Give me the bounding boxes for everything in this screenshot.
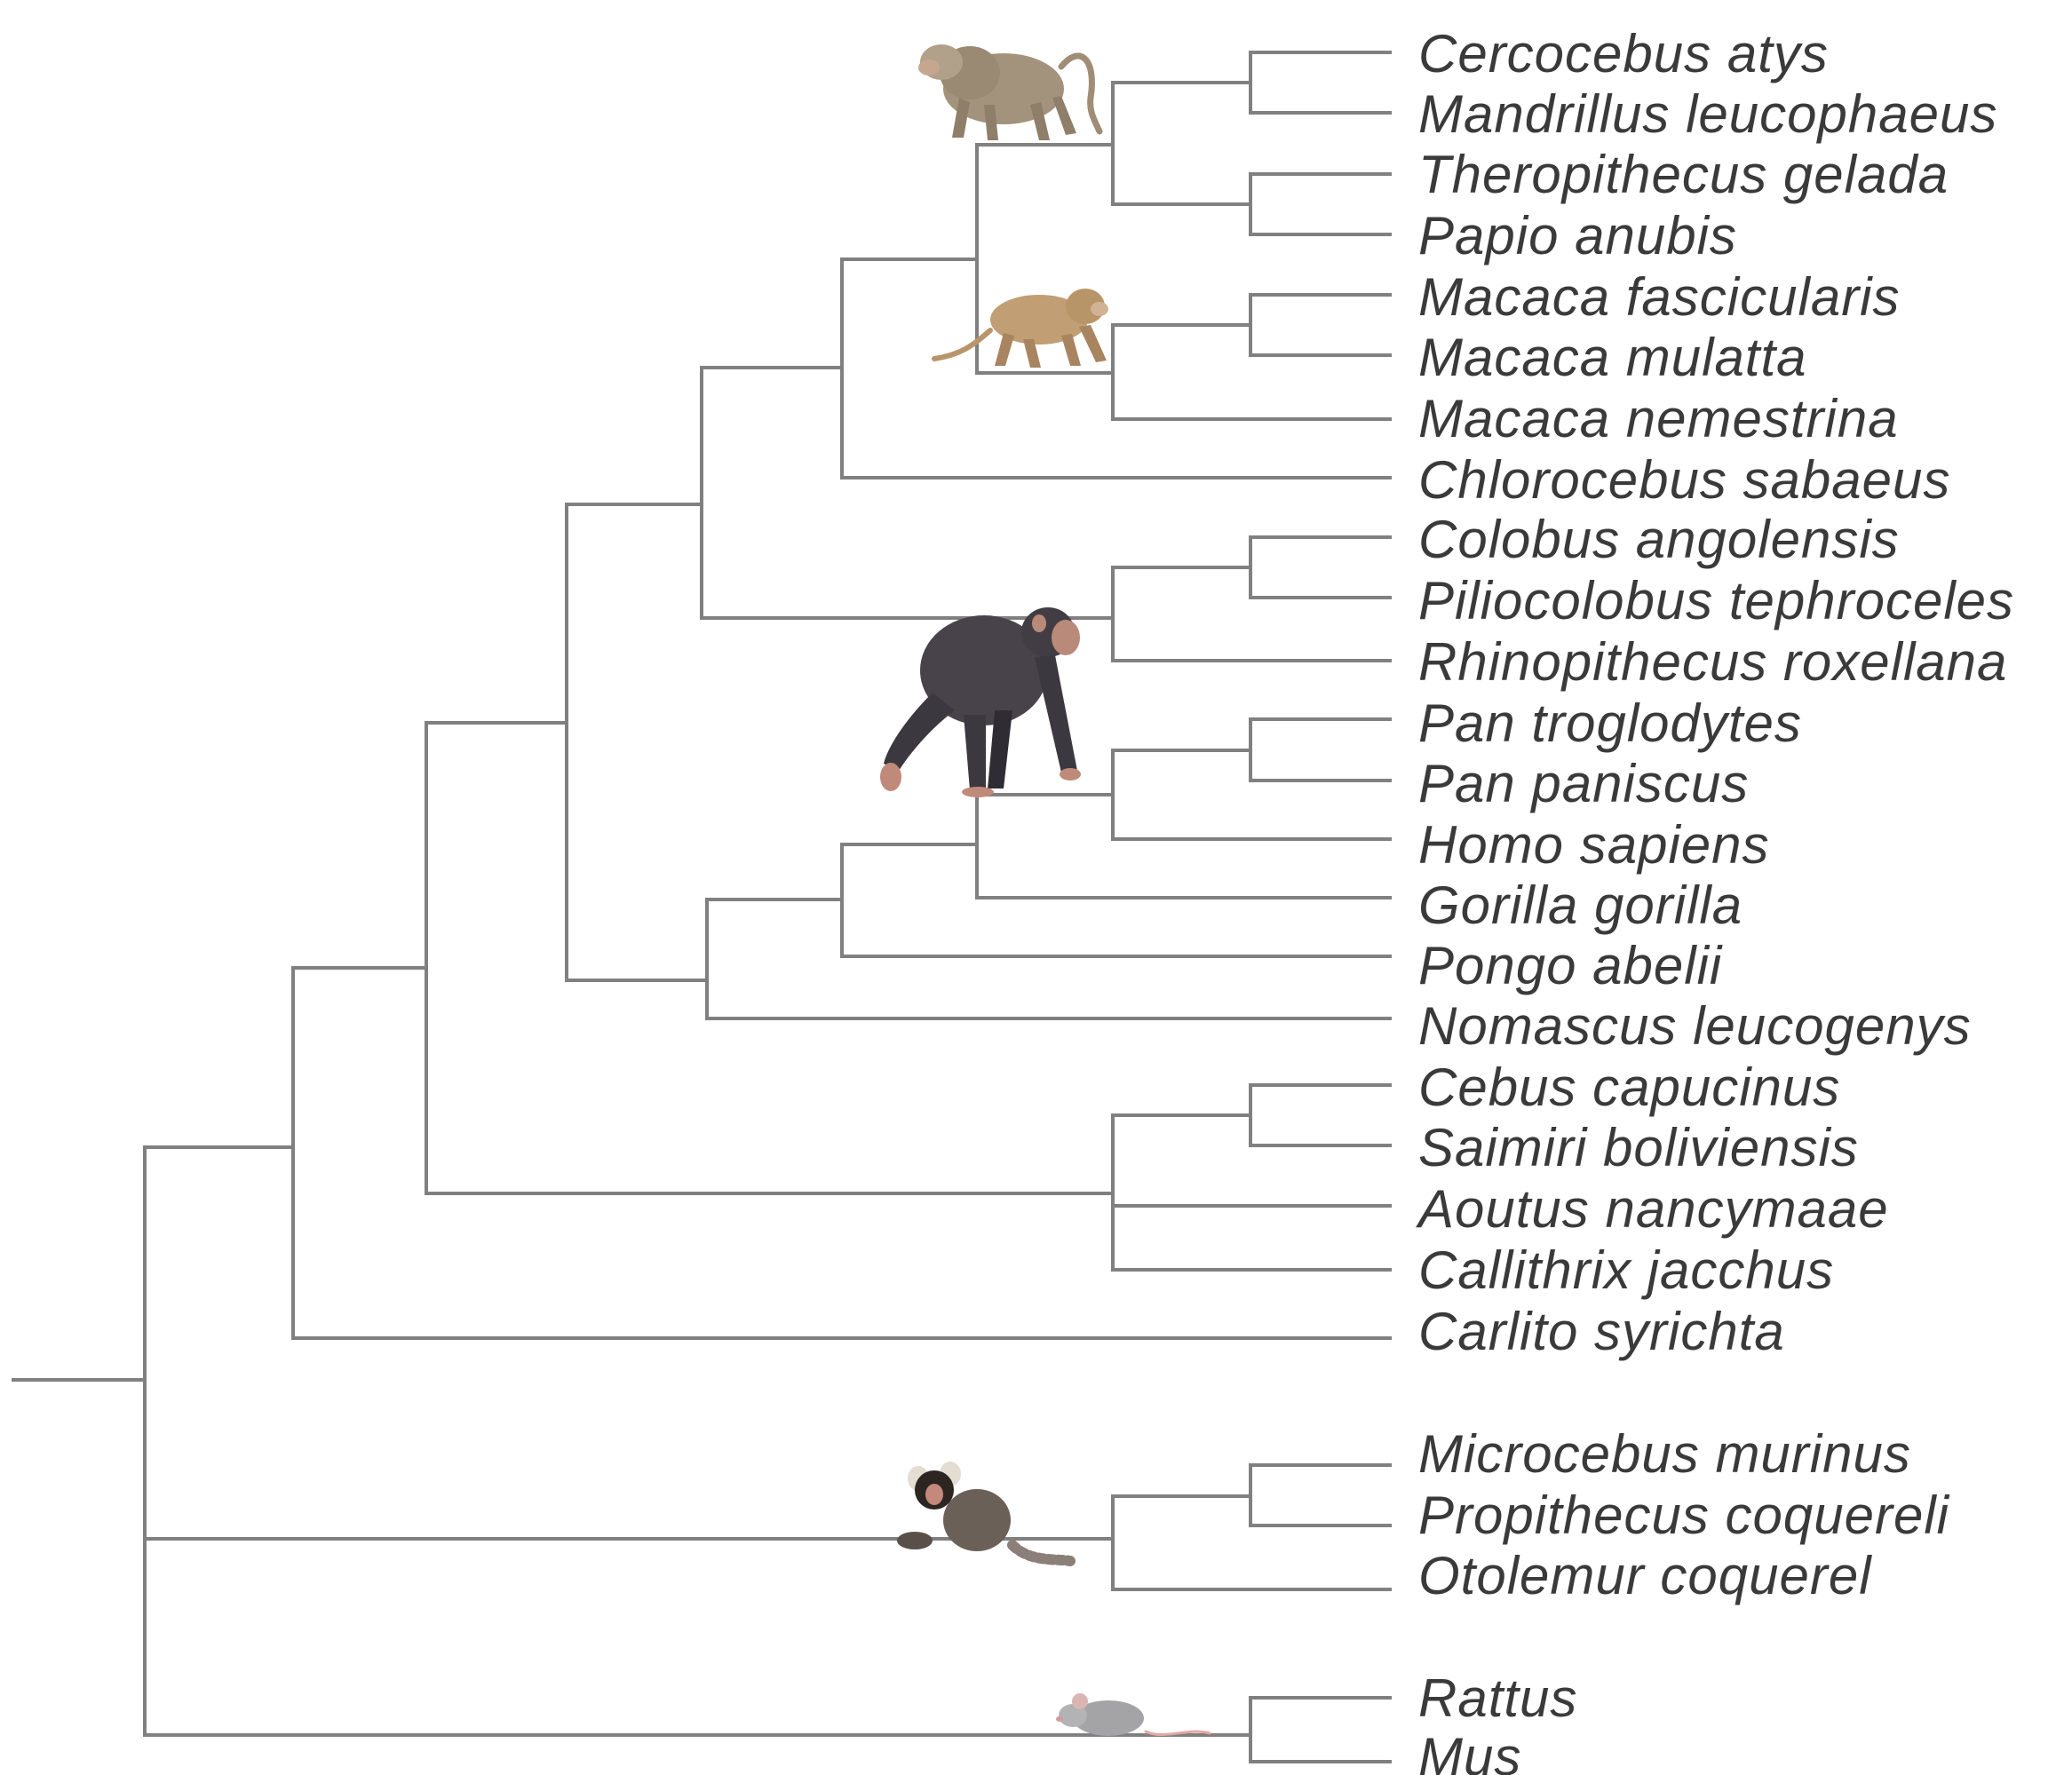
taxon-label: Aoutus nancymaae xyxy=(1416,1179,1889,1239)
taxon-label: Colobus angolensis xyxy=(1418,510,1900,569)
baboon-icon xyxy=(918,44,1100,140)
marmoset-icon xyxy=(897,1462,1070,1561)
macaque-icon xyxy=(934,289,1108,368)
taxon-label: Otolemur coquerel xyxy=(1418,1546,1872,1605)
taxon-label: Homo sapiens xyxy=(1418,815,1770,875)
taxon-label: Macaca fascicularis xyxy=(1418,267,1901,327)
taxon-labels: Cercocebus atys Mandrillus leucophaeus T… xyxy=(1416,24,2014,1775)
taxon-label: Mandrillus leucophaeus xyxy=(1418,84,1997,144)
tree-branches xyxy=(13,52,1390,1762)
taxon-label: Nomascus leucogenys xyxy=(1418,996,1972,1056)
taxon-label: Microcebus murinus xyxy=(1418,1424,1911,1484)
taxon-label: Pan paniscus xyxy=(1418,754,1749,813)
taxon-label: Callithrix jacchus xyxy=(1418,1240,1834,1300)
taxon-label: Papio anubis xyxy=(1418,206,1737,265)
taxon-label: Pan troglodytes xyxy=(1418,693,1802,753)
taxon-label: Macaca mulatta xyxy=(1418,328,1807,387)
taxon-label: Piliocolobus tephroceles xyxy=(1418,571,2014,630)
taxon-label: Cebus capucinus xyxy=(1418,1058,1840,1117)
taxon-label: Theropithecus gelada xyxy=(1418,145,1949,204)
taxon-label: Carlito syrichta xyxy=(1418,1302,1785,1361)
taxon-label: Chlorocebus sabaeus xyxy=(1418,450,1950,510)
taxon-label: Rhinopithecus roxellana xyxy=(1418,632,2007,692)
taxon-label: Gorilla gorilla xyxy=(1418,876,1743,935)
taxon-label: Mus xyxy=(1418,1727,1521,1775)
taxon-label: Propithecus coquereli xyxy=(1418,1486,1950,1545)
taxon-label: Macaca nemestrina xyxy=(1418,389,1899,448)
taxon-label: Saimiri boliviensis xyxy=(1418,1118,1859,1177)
taxon-label: Pongo abelii xyxy=(1418,936,1723,995)
taxon-label: Rattus xyxy=(1418,1668,1577,1728)
mouse-icon xyxy=(1056,1693,1210,1736)
taxon-label: Cercocebus atys xyxy=(1418,24,1829,83)
chimpanzee-icon xyxy=(880,607,1081,797)
